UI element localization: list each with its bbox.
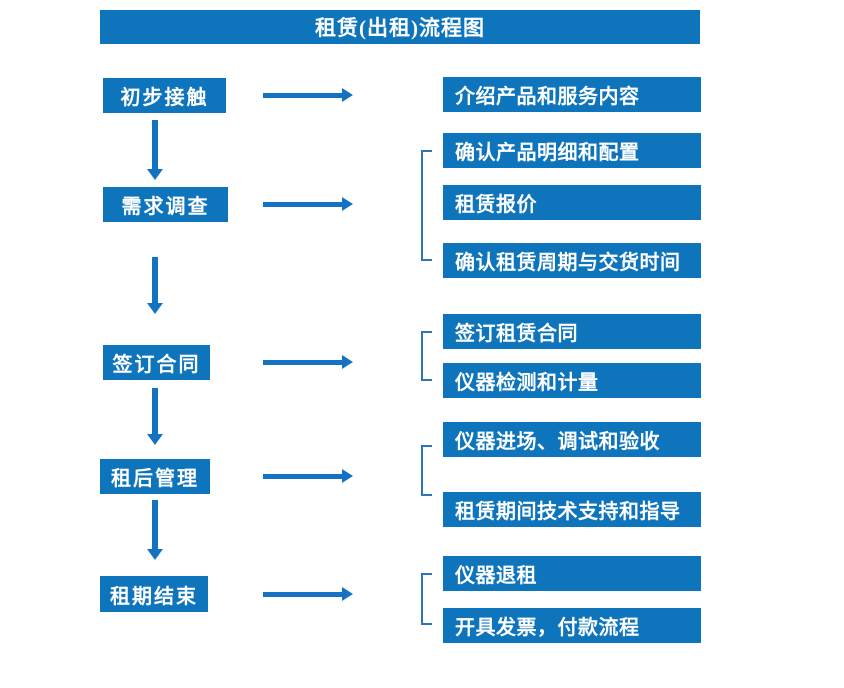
down-arrow-3 (147, 388, 163, 445)
down-arrow-shaft (152, 388, 158, 436)
right-arrow-5 (263, 587, 353, 601)
down-arrow-2 (147, 257, 163, 314)
down-arrow-shaft (152, 120, 158, 171)
detail-box-instrument-return: 仪器退租 (443, 556, 701, 591)
step-box-initial-contact: 初步接触 (103, 78, 226, 113)
right-arrow-shaft (263, 592, 344, 597)
detail-box-sign-rental-contract: 签订租赁合同 (443, 314, 701, 349)
step-box-rental-end: 租期结束 (100, 576, 208, 612)
detail-box-instrument-testing: 仪器检测和计量 (443, 363, 701, 398)
step-box-demand-survey: 需求调查 (103, 187, 228, 222)
right-arrow-head (342, 587, 353, 601)
bracket-demand-survey-group (421, 150, 432, 261)
right-arrow-shaft (263, 360, 344, 365)
right-arrow-shaft (263, 474, 344, 479)
down-arrow-head (147, 169, 163, 180)
right-arrow-head (342, 197, 353, 211)
right-arrow-shaft (263, 202, 344, 207)
down-arrow-head (147, 434, 163, 445)
down-arrow-shaft (152, 257, 158, 305)
down-arrow-shaft (152, 500, 158, 551)
right-arrow-2 (263, 197, 353, 211)
detail-box-technical-support: 租赁期间技术支持和指导 (443, 492, 701, 527)
detail-box-invoice-payment: 开具发票，付款流程 (443, 608, 701, 643)
down-arrow-1 (147, 120, 163, 180)
detail-box-introduce-products: 介绍产品和服务内容 (443, 77, 701, 112)
step-box-post-rental-management: 租后管理 (100, 459, 210, 494)
bracket-post-rental-group (421, 445, 432, 496)
down-arrow-4 (147, 500, 163, 560)
down-arrow-head (147, 549, 163, 560)
title-bar: 租赁(出租)流程图 (100, 10, 700, 44)
detail-box-confirm-period-delivery: 确认租赁周期与交货时间 (443, 243, 701, 278)
right-arrow-head (342, 355, 353, 369)
detail-box-instrument-setup: 仪器进场、调试和验收 (443, 422, 701, 457)
right-arrow-head (342, 469, 353, 483)
bracket-rental-end-group (421, 573, 432, 625)
page-title: 租赁(出租)流程图 (315, 16, 485, 40)
step-box-sign-contract: 签订合同 (103, 345, 210, 380)
bracket-sign-contract-group (421, 331, 432, 381)
detail-box-confirm-product-config: 确认产品明细和配置 (443, 133, 701, 168)
down-arrow-head (147, 303, 163, 314)
right-arrow-shaft (263, 93, 344, 98)
right-arrow-head (342, 88, 353, 102)
right-arrow-1 (263, 88, 353, 102)
detail-box-rental-quotation: 租赁报价 (443, 185, 701, 220)
right-arrow-4 (263, 469, 353, 483)
right-arrow-3 (263, 355, 353, 369)
